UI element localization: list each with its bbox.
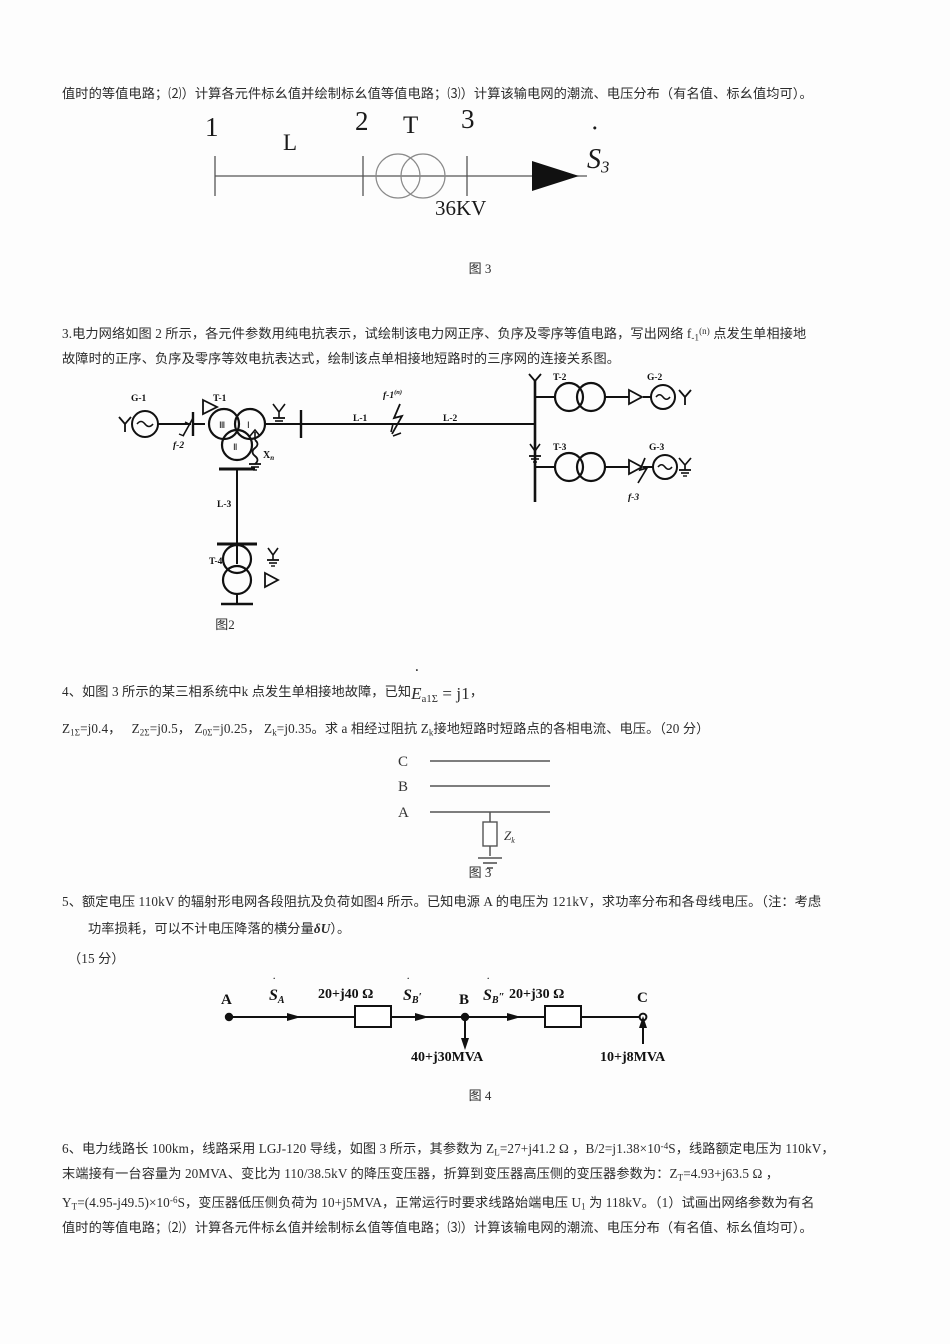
- figure-3-bottom-caption: 图 3: [468, 865, 492, 880]
- q4-text-post: ，: [469, 684, 484, 699]
- question-5-line-2: 功率损耗，可以不计电压降落的横分量δU）。: [88, 915, 948, 942]
- figure3-transformer-label: T: [403, 112, 419, 139]
- q4-tail-a: 求 a 相经过阻抗 Z: [324, 721, 429, 736]
- q6-l1-a: 6、电力线路长 100km，线路采用 LGJ-120 导线，如图 3 所示，其参…: [62, 1141, 495, 1157]
- figure4-impedance-1: 20+j40 Ω: [318, 987, 373, 1002]
- q5-text-pre: 功率损耗，可以不计电压降落的横分量: [88, 921, 314, 936]
- figure3-voltage-label: 36KV: [435, 196, 487, 220]
- q6-l2-b: =4.93+j63.5 Ω ，: [683, 1166, 780, 1181]
- figure-4-diagram: A B C 20+j40 Ω 20+j30 Ω 40+j30MVA 10+j8M…: [215, 968, 715, 1068]
- figure-3-bottom-diagram: C B A Zk: [390, 752, 620, 869]
- q6-l1-b: =27+j41.2 Ω ，B/2=j1.38×10: [499, 1141, 661, 1157]
- q6-l3-sub2: 1: [581, 1201, 586, 1212]
- figure4-impedance-2: 20+j30 Ω: [509, 987, 564, 1002]
- question-6-line-4: 值时的等值电路；⑵）计算各元件标幺值并绘制标幺值等值电路；⑶）计算该输电网的潮流…: [62, 1220, 813, 1235]
- figure4-dot-sb2: ˙: [486, 974, 490, 989]
- figure-2-caption: 图2: [215, 617, 235, 632]
- figure2-label-t3: T-3: [553, 443, 567, 453]
- phase-a-label: A: [398, 805, 409, 821]
- q3-sub: -1: [691, 332, 700, 343]
- q5-delta-u: δU: [313, 921, 331, 936]
- q6-l1-sup: -4: [660, 1141, 669, 1151]
- q6-l3-a: Y: [62, 1195, 72, 1211]
- figure3-line-label: L: [283, 130, 298, 155]
- question-6-line-3: YT=(4.95-j49.5)×10-6S，变压器低压侧负荷为 10+j5MVA…: [62, 1187, 942, 1221]
- load-arrow-b: [461, 1038, 469, 1050]
- figure2-label-l2: L-2: [443, 414, 458, 424]
- q4-formula: Ea1Σ = j1: [411, 680, 470, 713]
- q3-text-b: 点发生单相接地: [709, 326, 807, 342]
- figure4-s-a: SA: [269, 987, 285, 1006]
- figure2-label-g2: G-2: [647, 373, 663, 383]
- figure4-node-b: B: [459, 992, 469, 1008]
- q4-z1: Z1Σ=j0.4，: [62, 721, 122, 738]
- question-5-line-3: （15 分）: [68, 951, 125, 966]
- top-continuation-paragraph: 值时的等值电路；⑵）计算各元件标幺值并绘制标幺值等值电路；⑶）计算该输电网的潮流…: [62, 86, 813, 101]
- q4-tail-sub: k: [428, 727, 434, 738]
- q4-z2: Z2Σ=j0.5，: [131, 721, 192, 738]
- question-3-line-2: 故障时的正序、负序及零序等效电抗表达式，绘制该点单相接地短路时的三序网的连接关系…: [62, 351, 621, 366]
- impedance-zk-label: Zk: [504, 828, 515, 845]
- figure4-node-c: C: [637, 990, 648, 1006]
- figure4-dot-sa: ˙: [272, 974, 276, 989]
- q6-l2-a: 末端接有一台容量为 20MVA、变比为 110/38.5kV 的降压变压器，折算…: [62, 1166, 678, 1181]
- figure2-label-l3: L-3: [217, 500, 232, 510]
- q4-z0: Z0Σ=j0.25，: [194, 721, 261, 738]
- phase-c-label: C: [398, 754, 408, 770]
- figure-3-top-caption: 图 3: [468, 261, 492, 276]
- question-6-line-2: 末端接有一台容量为 20MVA、变比为 110/38.5kV 的降压变压器，折算…: [62, 1160, 942, 1192]
- figure4-node-a: A: [221, 992, 232, 1008]
- figure2-label-t1: T-1: [213, 394, 227, 404]
- q3-sup: (n): [699, 326, 710, 336]
- load-arrow-c: [639, 1016, 647, 1028]
- figure2-label-f3: f-3: [628, 493, 639, 503]
- question-3-line-1: 3.电力网络如图 2 所示，各元件参数用纯电抗表示，试绘制该电力网正序、负序及零…: [62, 318, 942, 352]
- q4-text-pre: 4、如图 3 所示的某三相系统中k 点发生单相接地故障，已知: [62, 684, 412, 699]
- figure3-node-2-label: 2: [355, 106, 369, 136]
- figure2-label-g1: G-1: [131, 394, 147, 404]
- q6-l3-d: 为 118kV。（1）试画出网络参数为有名: [585, 1195, 815, 1211]
- question-6-line-1: 6、电力线路长 100km，线路采用 LGJ-120 导线，如图 3 所示，其参…: [62, 1133, 942, 1167]
- figure3-node-1-label: 1: [205, 112, 219, 142]
- flow-arrow-3: [507, 1013, 521, 1021]
- q3-text-a: 3.电力网络如图 2 所示，各元件参数用纯电抗表示，试绘制该电力网正序、负序及零…: [62, 326, 692, 342]
- figure2-winding-III: Ⅲ: [219, 420, 225, 430]
- q6-l3-c: S，变压器低压侧负荷为 10+j5MVA，正常运行时要求线路始端电压 U: [177, 1195, 582, 1211]
- question-4-line-2: Z1Σ=j0.4， Z2Σ=j0.5， Z0Σ=j0.25， Zk=j0.35。…: [62, 715, 942, 747]
- q6-l3-b: =(4.95-j49.5)×10: [77, 1195, 170, 1211]
- figure2-label-xn: Xn: [263, 450, 274, 462]
- figure2-label-f2: f-2: [173, 441, 184, 451]
- figure2-winding-II: Ⅱ: [233, 442, 237, 452]
- q6-l3-sup: -6: [169, 1195, 178, 1205]
- question-5-line-1: 5、额定电压 110kV 的辐射形电网各段阻抗及负荷如图4 所示。已知电源 A …: [62, 894, 822, 909]
- q4-zk: Zk=j0.35。: [264, 721, 325, 738]
- q5-text-post: ）。: [330, 921, 351, 936]
- q6-l1-c: S，线路额定电压为 110kV，: [668, 1141, 835, 1157]
- figure4-load-b: 40+j30MVA: [411, 1050, 484, 1065]
- flow-arrow-1: [287, 1013, 301, 1021]
- q4-tail-b: 接地短路时短路点的各相电流、电压。（20 分）: [433, 721, 710, 736]
- figure3-node-3-label: 3: [461, 104, 475, 134]
- figure2-winding-I: Ⅰ: [247, 420, 250, 430]
- q6-l3-sub1: T: [71, 1201, 78, 1212]
- q6-l2-sub: T: [677, 1172, 684, 1183]
- flow-arrow-2: [415, 1013, 429, 1021]
- figure2-label-f1: f-1(n): [383, 389, 402, 401]
- figure2-label-l1: L-1: [353, 414, 368, 424]
- phase-b-label: B: [398, 779, 408, 795]
- figure4-s-b-doubleprime: SB″: [483, 987, 505, 1006]
- figure4-load-c: 10+j8MVA: [600, 1050, 666, 1065]
- figure4-dot-sb1: ˙: [406, 974, 410, 989]
- figure2-label-t4: T-4: [209, 557, 223, 567]
- q6-l1-sub: L: [494, 1147, 500, 1158]
- figure-3-top-diagram: 1 L 2 T 3 36KV S3: [195, 104, 665, 228]
- figure4-s-b-prime: SB′: [403, 987, 422, 1006]
- figure3-power-label: S3: [587, 144, 609, 178]
- question-4-line-1: 4、如图 3 所示的某三相系统中k 点发生单相接地故障，已知Ea1Σ = j1，: [62, 678, 942, 716]
- figure2-label-t2: T-2: [553, 373, 567, 383]
- figure2-label-g3: G-3: [649, 443, 665, 453]
- figure-4-caption: 图 4: [468, 1088, 492, 1103]
- figure-2-diagram: G-1 T-1 L-1 L-2 T-2 G-2 T-3 G-3 T-4 L-3 …: [105, 372, 692, 607]
